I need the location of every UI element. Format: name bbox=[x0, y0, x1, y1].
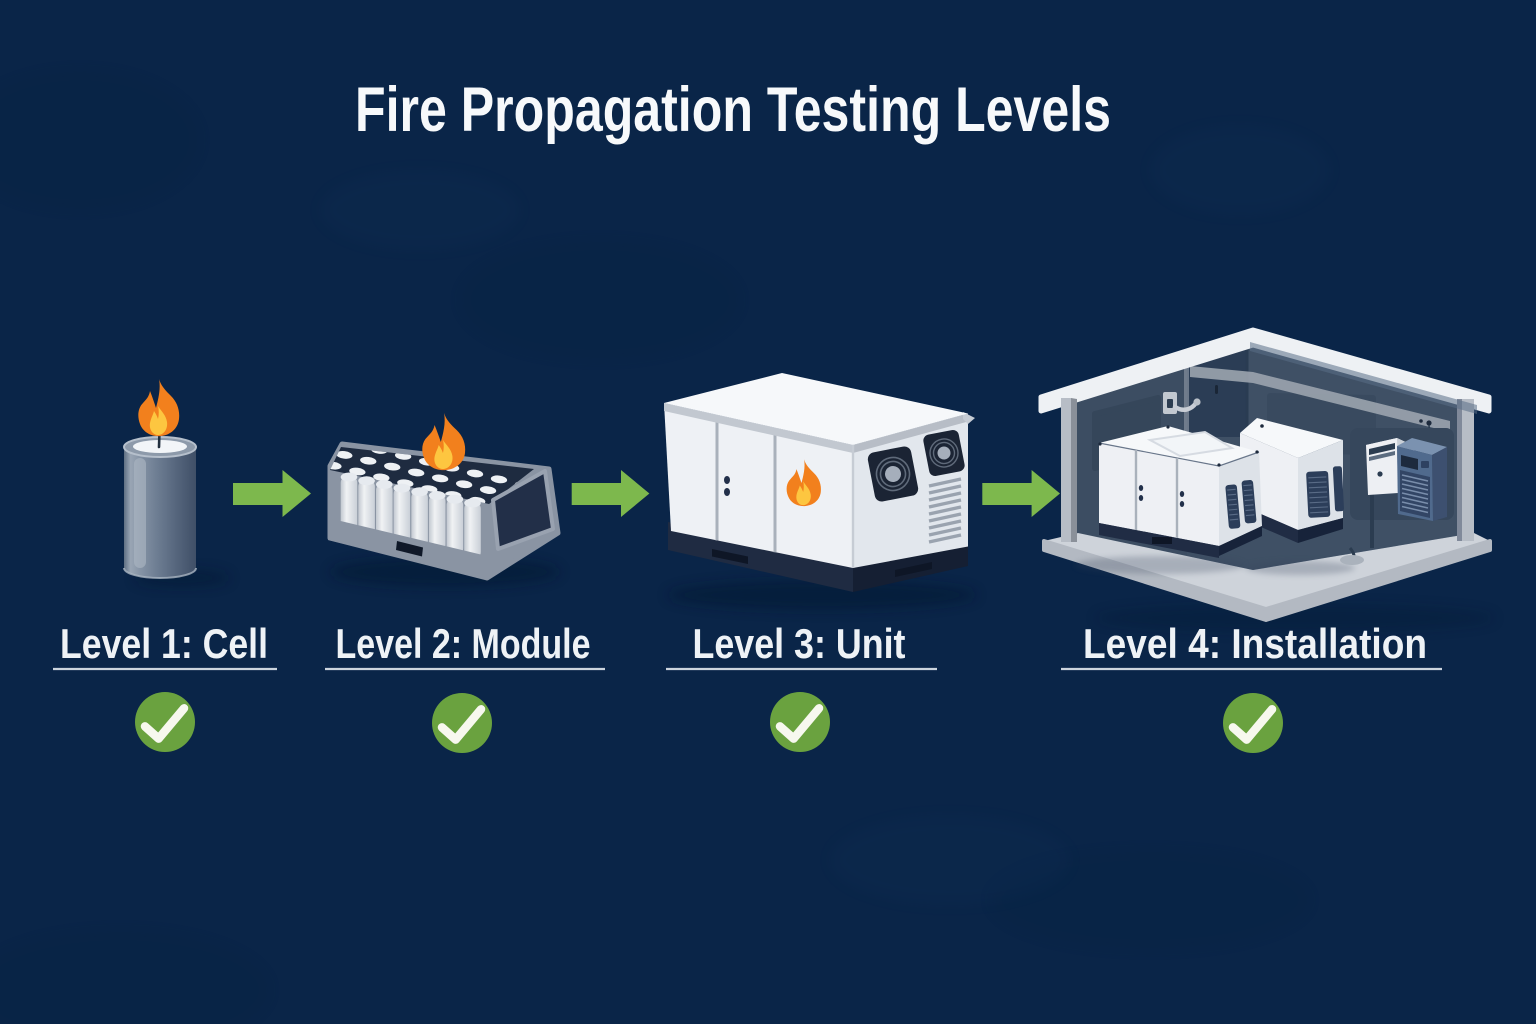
svg-text:Fire Propagation Testing Level: Fire Propagation Testing Levels bbox=[355, 75, 1111, 145]
svg-text:Level 4: Installation: Level 4: Installation bbox=[1083, 620, 1427, 667]
svg-text:Level 1: Cell: Level 1: Cell bbox=[60, 620, 268, 667]
svg-text:Level 3: Unit: Level 3: Unit bbox=[693, 620, 906, 667]
svg-text:Level 2: Module: Level 2: Module bbox=[336, 620, 591, 667]
